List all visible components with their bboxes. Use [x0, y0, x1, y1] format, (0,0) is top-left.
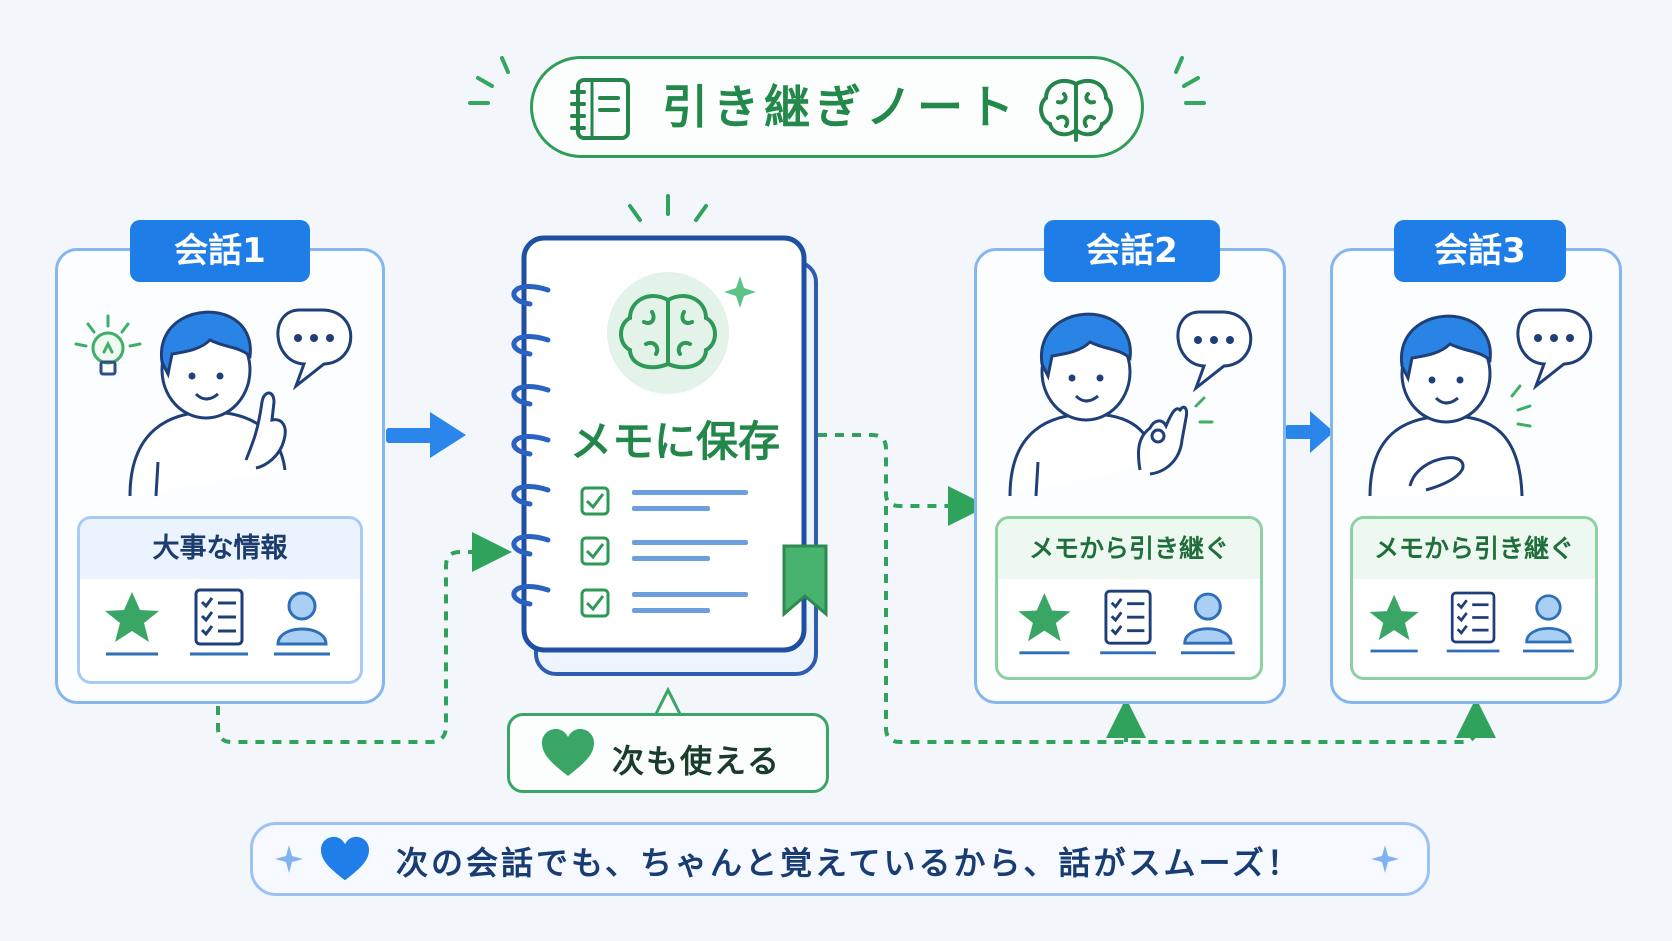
star-icon	[1018, 593, 1071, 655]
info-icons-row	[1018, 589, 1235, 655]
speech-bubble-icon	[276, 308, 353, 391]
dashed-arrow-to-conversation2	[818, 433, 988, 526]
conversation-3-tag: 会話3	[1394, 220, 1566, 282]
brain-icon	[1039, 78, 1113, 142]
info-box-label: メモから引き継ぐ	[998, 519, 1260, 579]
person-icon	[74, 308, 353, 497]
info-box-label: メモから引き継ぐ	[1353, 519, 1595, 579]
sparkle-icon	[724, 276, 756, 308]
dashed-route-bottom	[884, 506, 1496, 744]
checkbox-icon	[580, 588, 748, 618]
person-icon	[1008, 310, 1253, 497]
conversation-1-tag: 会話1	[130, 220, 310, 282]
person-icon	[274, 591, 330, 656]
star-icon	[105, 592, 159, 656]
star-icon	[1369, 594, 1419, 653]
speech-bubble-icon	[1176, 310, 1253, 393]
info-icons-row	[1369, 591, 1574, 653]
dashed-arrow-save	[216, 532, 512, 744]
notebook-icon	[511, 194, 828, 676]
footer-message-pill	[250, 822, 1430, 896]
important-info-box: 大事な情報	[77, 516, 363, 684]
footer-message: 次の会話でも、ちゃんと覚えているから、話がスムーズ！	[396, 844, 1302, 882]
checklist-icon	[190, 588, 248, 656]
checklist-icon	[1446, 591, 1500, 653]
checkbox-icon	[580, 486, 748, 516]
speech-bubble-icon	[1516, 308, 1593, 391]
person-icon	[1368, 308, 1593, 497]
notebook-icon	[570, 78, 630, 140]
conversation-2-tag: 会話2	[1044, 220, 1220, 282]
notebook-label: メモに保存	[569, 417, 780, 466]
sparkle-icon	[1371, 845, 1399, 873]
bookmark-icon	[782, 544, 828, 618]
title-sparkles	[468, 56, 1206, 105]
arrow-icon	[1285, 411, 1334, 453]
lightbulb-icon	[74, 314, 142, 376]
checklist-icon	[1100, 589, 1156, 655]
person-icon	[1180, 592, 1235, 655]
reuse-label: 次も使える	[612, 742, 782, 780]
info-icons-row	[105, 588, 330, 656]
info-box-label: 大事な情報	[80, 519, 360, 579]
checkbox-icon	[580, 536, 748, 566]
sparkle-icon	[275, 845, 303, 873]
person-icon	[1523, 594, 1574, 653]
arrow-icon	[386, 412, 466, 458]
page-title: 引き継ぎノート	[662, 80, 1019, 134]
heart-icon	[321, 836, 369, 881]
heart-icon	[542, 729, 594, 776]
brain-icon	[619, 294, 717, 370]
